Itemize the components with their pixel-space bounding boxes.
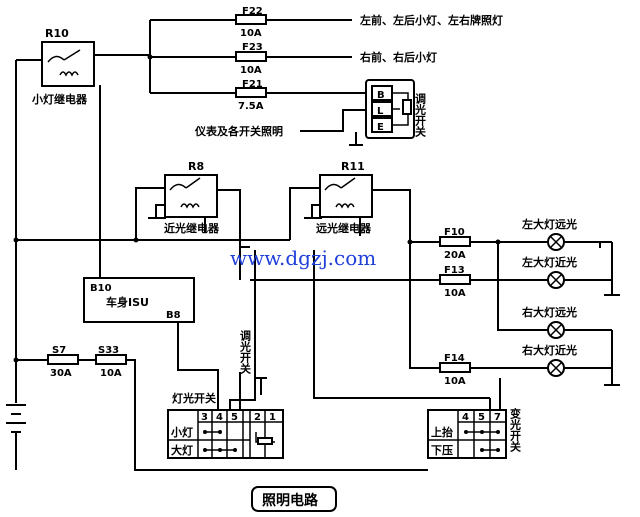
light-switch: 灯光开关 3 4 5 2 1 小灯 大灯	[167, 391, 284, 459]
rheostat-icon	[402, 99, 412, 115]
junction	[133, 237, 139, 243]
terminal-b: B	[377, 90, 385, 101]
isu-pin-b8: B8	[166, 310, 181, 321]
row-label: 大灯	[171, 443, 193, 457]
light-switch-title: 灯光开关	[172, 391, 216, 405]
relay-r8: R8 近光继电器	[164, 160, 220, 235]
pin: 2	[254, 412, 261, 423]
battery-icon	[6, 404, 26, 470]
junction	[495, 239, 501, 245]
fuse-id: S7	[52, 345, 66, 356]
junction	[13, 357, 19, 363]
pin: 4	[462, 412, 469, 423]
relay-id: R11	[341, 160, 365, 173]
junction	[147, 54, 153, 60]
fuse-f22: F22 10A	[235, 6, 267, 39]
fuse-id: F14	[444, 353, 465, 364]
coil-icon	[335, 203, 355, 209]
row-label: 下压	[431, 443, 453, 457]
relay-id: R8	[188, 160, 204, 173]
fuse-f21: F21 7.5A	[235, 79, 267, 112]
fuse-rating: 30A	[50, 368, 72, 379]
relay-box	[41, 41, 95, 87]
lamp-right-low: 右大灯近光	[521, 343, 577, 377]
lamp-label: 左大灯远光	[521, 217, 577, 231]
beam-switch-title: 变光开关	[509, 407, 523, 453]
row-label: 上抬	[431, 425, 453, 439]
relay-r10: R10 小灯继电器	[31, 27, 95, 106]
caption: 照明电路	[251, 486, 337, 512]
coil-icon	[180, 203, 200, 209]
beam-switch: 4 5 7 上抬 下压 变光开关	[427, 407, 523, 459]
watermark: www.dgzj.com	[230, 246, 376, 270]
relay-name: 远光继电器	[316, 221, 372, 235]
terminal-l: L	[377, 106, 384, 117]
terminal-e: E	[377, 122, 384, 133]
junction-dots	[13, 54, 501, 363]
fuse-id: F23	[242, 42, 263, 53]
fuse-s7: S7 30A	[47, 345, 79, 379]
dimmer-title: 调光开关	[414, 92, 428, 138]
fuse-f13: F13 10A	[439, 265, 471, 299]
fuse-f23: F23 10A	[235, 42, 267, 76]
fuse-rating: 20A	[444, 250, 466, 261]
fuse-rating: 10A	[240, 65, 262, 76]
fuse-id: F22	[242, 6, 263, 17]
fuse-rating: 10A	[240, 28, 262, 39]
pin: 1	[269, 412, 276, 423]
junction	[13, 237, 19, 243]
pin: 4	[216, 412, 223, 423]
relay-r11: R11 远光继电器	[316, 160, 373, 235]
fuse-f10: F10 20A	[439, 227, 471, 261]
fuse-id: F10	[444, 227, 465, 238]
relay-name: 近光继电器	[164, 221, 220, 235]
fuse-s33: S33 10A	[95, 345, 127, 379]
isu-name: 车身ISU	[106, 295, 149, 309]
lamp-left-low: 左大灯近光	[521, 255, 577, 289]
relay-name: 小灯继电器	[31, 92, 88, 106]
dimmer-switch-top: B L E 调光开关	[365, 79, 428, 139]
coil-icon	[59, 71, 79, 77]
pin: 3	[201, 412, 208, 423]
lamp-label: 左大灯近光	[521, 255, 577, 269]
lamp-label: 右大灯远光	[521, 305, 577, 319]
pin: 5	[478, 412, 485, 423]
body-isu: B10 车身ISU B8	[83, 277, 195, 323]
load-label-f22: 左前、左后小灯、左右牌照灯	[359, 13, 503, 27]
fuse-rating: 10A	[100, 368, 122, 379]
lamp-left-high: 左大灯远光	[521, 217, 577, 251]
fuse-id: F21	[242, 79, 263, 90]
lamp-right-high: 右大灯远光	[521, 305, 577, 339]
fuse-f14: F14 10A	[439, 353, 471, 387]
fuse-rating: 7.5A	[238, 101, 264, 112]
pin: 7	[494, 412, 501, 423]
wiring	[15, 19, 620, 471]
load-label-f23: 右前、右后小灯	[359, 50, 437, 64]
row-label: 小灯	[170, 425, 193, 439]
lamp-label: 右大灯近光	[521, 343, 577, 357]
fuse-rating: 10A	[444, 288, 466, 299]
relay-id: R10	[45, 27, 69, 40]
fuse-id: S33	[98, 345, 119, 356]
fuse-id: F13	[444, 265, 465, 276]
load-label-f21: 仪表及各开关照明	[194, 124, 283, 138]
fuse-rating: 10A	[444, 376, 466, 387]
dimmer-bottom-title: 调光开关	[239, 329, 253, 375]
junction	[407, 239, 413, 245]
pin: 5	[231, 412, 238, 423]
isu-pin-b10: B10	[90, 283, 112, 294]
caption-text: 照明电路	[262, 492, 319, 509]
